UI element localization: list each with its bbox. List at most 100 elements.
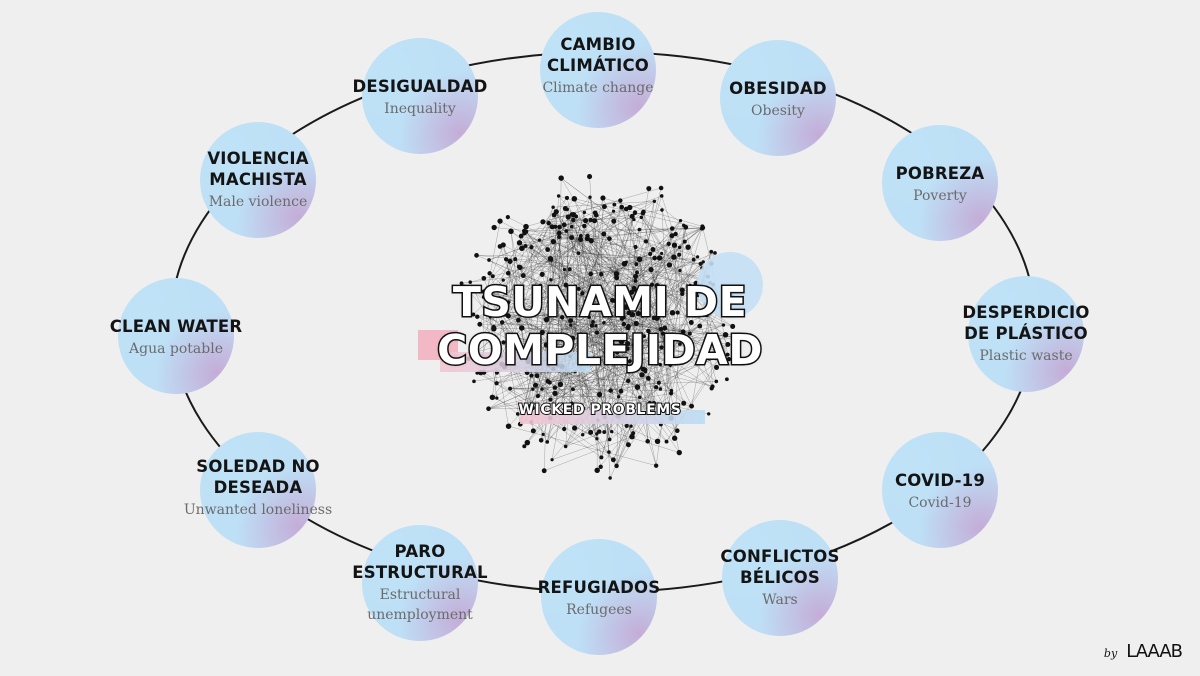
network-node	[602, 430, 607, 434]
network-node	[621, 260, 628, 267]
network-node	[601, 231, 607, 237]
network-node	[616, 395, 621, 399]
network-edge	[496, 397, 518, 415]
network-node	[490, 274, 495, 279]
network-edge	[650, 220, 681, 255]
node-subtitle: Covid-19	[908, 495, 972, 511]
network-edge	[595, 212, 692, 323]
network-node	[629, 424, 633, 428]
network-edge	[639, 350, 667, 363]
network-node	[625, 340, 631, 347]
network-node	[578, 234, 583, 238]
network-node	[679, 287, 685, 293]
network-edge	[547, 197, 604, 442]
network-edge	[601, 361, 630, 458]
network-node	[588, 217, 593, 223]
network-edge	[562, 317, 661, 425]
network-edge	[521, 235, 626, 308]
network-node	[678, 218, 683, 223]
node-bubble	[362, 38, 478, 154]
network-node	[662, 301, 667, 306]
network-edge	[570, 320, 684, 404]
network-edge	[627, 264, 670, 328]
signature-by: by	[1103, 647, 1118, 660]
network-edge	[488, 314, 707, 409]
network-edge	[565, 226, 585, 447]
network-node	[680, 329, 686, 335]
network-edge	[663, 227, 686, 304]
network-node	[499, 320, 505, 325]
network-node	[576, 251, 581, 255]
network-node	[494, 381, 499, 386]
network-edge	[609, 238, 646, 370]
network-edge	[607, 334, 726, 349]
network-node	[569, 224, 574, 229]
node-title: CONFLICTOS BÉLICOS	[720, 547, 840, 587]
network-edge	[585, 206, 605, 302]
network-node	[642, 284, 648, 291]
network-edge	[632, 216, 648, 442]
network-node	[516, 240, 523, 246]
network-node	[545, 440, 550, 444]
network-node	[633, 211, 637, 216]
network-edge	[537, 299, 539, 397]
network-edge	[644, 270, 681, 315]
network-node	[571, 196, 578, 202]
network-node	[656, 380, 661, 385]
network-edge	[675, 233, 689, 248]
network-node	[588, 195, 592, 199]
network-node	[597, 429, 602, 434]
network-node	[540, 219, 546, 225]
network-node	[535, 393, 541, 399]
network-node	[459, 281, 464, 286]
network-edge	[666, 344, 728, 442]
network-node	[647, 400, 653, 406]
network-edge	[594, 220, 698, 258]
network-node	[687, 331, 692, 336]
network-node	[714, 379, 719, 384]
network-node	[477, 321, 483, 327]
network-node	[607, 236, 612, 241]
network-node	[516, 317, 521, 323]
network-edge	[493, 258, 640, 327]
network-node	[669, 391, 674, 396]
network-node	[543, 316, 550, 323]
network-edge	[565, 284, 613, 301]
network-node	[608, 388, 613, 393]
network-node	[596, 391, 603, 398]
network-node	[474, 253, 479, 258]
network-node	[550, 309, 556, 316]
network-node	[683, 224, 689, 230]
network-edge	[653, 285, 658, 404]
network-edge	[516, 297, 547, 346]
network-node	[566, 299, 571, 304]
network-edge	[541, 364, 671, 390]
network-node	[603, 350, 608, 355]
network-node	[571, 217, 576, 223]
node-title: VIOLENCIA MACHISTA	[207, 149, 309, 189]
network-node	[534, 373, 540, 379]
network-node	[709, 249, 714, 254]
network-node	[698, 261, 703, 266]
network-node	[570, 287, 575, 292]
network-node	[658, 327, 664, 332]
network-node	[638, 287, 642, 292]
network-node	[513, 295, 519, 301]
network-edge	[553, 241, 646, 370]
network-node	[664, 350, 669, 355]
network-node	[562, 426, 567, 432]
network-node	[518, 325, 525, 331]
network-node	[581, 406, 586, 411]
node-subtitle: Climate change	[542, 80, 654, 96]
node-subtitle: Male violence	[208, 194, 308, 210]
network-node	[740, 336, 745, 340]
network-node	[583, 300, 588, 304]
node-title: OBESIDAD	[729, 79, 827, 98]
network-node	[550, 458, 554, 462]
network-node	[567, 267, 572, 272]
network-node	[677, 245, 682, 250]
